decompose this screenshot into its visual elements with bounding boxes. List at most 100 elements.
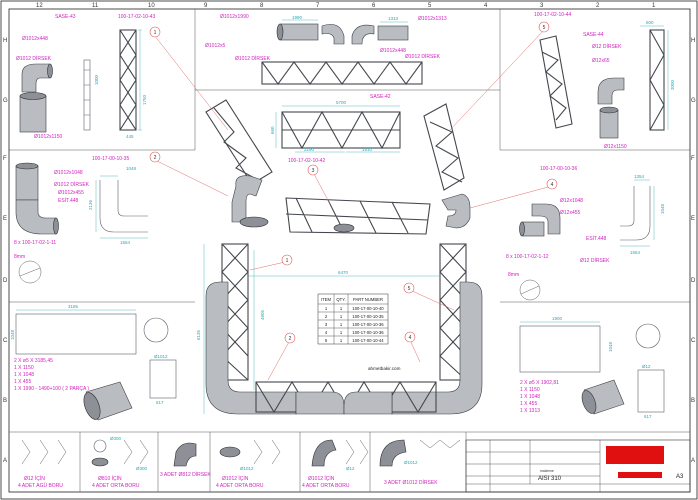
dimension: 2136 (88, 199, 93, 210)
dimension: 800 (646, 20, 654, 25)
dimension: 445 (126, 134, 134, 139)
svg-text:4: 4 (551, 182, 554, 188)
segment-pattern (253, 439, 281, 465)
pipe-opening (333, 223, 355, 233)
part-label: Ø1012x1150 (34, 134, 62, 140)
bottom-label: Ø810 İÇİN (98, 475, 122, 482)
disc (635, 323, 661, 349)
bottom-label: Ø1012 İÇİN (308, 475, 335, 482)
part-label: Ø12x65 (592, 58, 610, 64)
straight-pipe (599, 109, 619, 139)
part-label: Ø12x455 (560, 210, 581, 216)
part-label: Ø1012x1990 (220, 14, 249, 20)
bom-header: PART NUMBER (353, 297, 383, 302)
grid-letter: F (3, 156, 7, 162)
dimension: 1048 (660, 203, 665, 214)
dimension: 1750 (142, 94, 147, 105)
truss-frame (539, 35, 573, 129)
iso-right-truss-with-elbow (423, 103, 471, 229)
note-line: 2 X ø5 X 1902,81 (520, 380, 559, 386)
dimension: 617 (644, 414, 652, 419)
dimension: 2190 (304, 147, 315, 152)
part-label: Ø1012x455 (58, 190, 84, 196)
svg-text:4: 4 (325, 330, 328, 335)
dimension: 617 (156, 400, 164, 405)
grid-letter: E (3, 216, 7, 222)
part-label: Ø1012x448 (22, 36, 48, 42)
svg-text:5: 5 (543, 25, 546, 31)
material-label: malzeme (540, 469, 554, 473)
straight-pipe (19, 95, 47, 133)
part-label: Ø1012x448 (380, 48, 406, 54)
part-label: Ø12 DİRSEK (592, 43, 622, 50)
elbow-pipe (15, 199, 57, 235)
grid-number: 5 (428, 3, 432, 9)
dimension: 1048 (608, 341, 613, 352)
svg-text:1: 1 (154, 30, 157, 36)
bom-header: ITEM (321, 297, 332, 302)
grid-letter: A (691, 458, 695, 464)
detail-center-top: SASE-42 5700 1910 660 100-17-02-10-42 21… (270, 94, 401, 164)
dimension: 5700 (336, 100, 347, 105)
balloon: 2 (149, 151, 161, 163)
dimension: 660 (270, 126, 275, 134)
grid-letter: C (3, 338, 8, 344)
svg-text:2: 2 (325, 314, 328, 319)
sheet-right: 1900 1048 2 X ø5 X 1902,81 1 X 1150 1 X … (519, 316, 665, 419)
bottom-dim: Ø1012 (404, 460, 418, 465)
note: 8 x 100-17-02-1-12 (506, 254, 549, 260)
part-label: Ø1012x1313 (418, 16, 447, 22)
dimension: 1354 (634, 174, 645, 179)
dimension: Ø1012 (154, 354, 168, 359)
pipe-opening (519, 221, 525, 237)
dimension: 1900 (552, 316, 563, 321)
elbow-pipe (531, 203, 561, 235)
grid-number: 10 (148, 3, 155, 9)
cylinder-sketch (519, 279, 541, 301)
right-main-pipe (391, 281, 483, 415)
cone-rings (91, 439, 109, 467)
truss-frame (119, 29, 137, 131)
grid-letter: G (3, 98, 8, 104)
grid-letter: D (691, 278, 696, 284)
truss-frame (261, 61, 423, 85)
truss-frame (649, 29, 665, 131)
side-grid-letters: H G F E D C B A H G F E D C B A (3, 38, 696, 464)
grid-letter: H (691, 38, 695, 44)
ref-label: SASE-42 (370, 94, 391, 100)
main-assembly: 6470 4805 6135 ahmetbakir.com (196, 243, 483, 415)
grid-number: 11 (92, 3, 99, 9)
dimension: 1313 (388, 16, 399, 21)
note-line: 1 X 1150 (14, 365, 34, 371)
pipe-opening (83, 392, 101, 420)
pipe-opening (19, 92, 47, 100)
bom-row: 1 1 100-17-00-10-40 (325, 306, 384, 311)
grid-letter: D (3, 278, 8, 284)
part-label: Ø12 DİRSEK (580, 257, 610, 264)
dimension: 4805 (260, 309, 265, 320)
bottom-label: 4 ADET ORTA BORU (302, 483, 350, 489)
sheet-left: 3185 1048 2 X ø5 X 3185,45 1 X 1150 1 X … (10, 304, 177, 421)
section-dividers (9, 9, 690, 433)
ref-label: SASE-43 (55, 14, 76, 20)
note-line: 1 X 1990 - 1490+100 ( 2 PARÇA ) (14, 386, 89, 392)
bottom-dim: Ø300 (136, 466, 148, 471)
note-line: 1 X 1150 (520, 387, 540, 393)
svg-text:100-17-00-10-36: 100-17-00-10-36 (352, 322, 384, 327)
bom-row: 4 1 100-17-00-10-36 (325, 330, 384, 335)
note-line: 1 X 455 (520, 401, 537, 407)
drawing-number: 100-17-02-10-43 (118, 14, 155, 20)
red-stamp (618, 472, 662, 478)
note-line: 1 X 1313 (520, 408, 540, 414)
straight-pipe (377, 25, 409, 41)
part-label: Ø12x1150 (604, 144, 627, 150)
center-elbow (343, 391, 393, 415)
bottom-label: Ø1012 İÇİN (222, 475, 249, 482)
balloon: 5 (403, 282, 415, 294)
cylinder-sketch (18, 260, 42, 284)
part-label: Ø12x1048 (560, 198, 583, 204)
bottom-dim: Ø300 (110, 436, 122, 441)
dimension: 3000 (670, 79, 675, 90)
bottom-label: Ø12 İÇİN (24, 475, 45, 482)
